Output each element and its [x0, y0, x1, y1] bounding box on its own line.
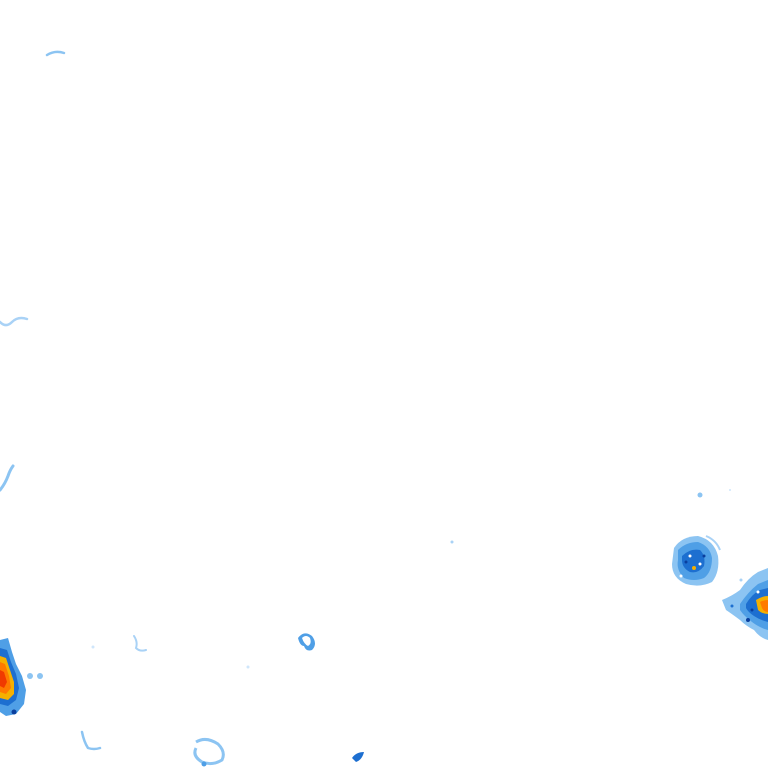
precip-cell-left-320	[0, 316, 29, 327]
precip-cell-right-circle	[672, 535, 721, 586]
precip-cell-small-center	[298, 633, 315, 651]
precip-cell-top-left	[45, 50, 66, 57]
precip-speckles-bottom-left	[80, 635, 250, 751]
precip-speckles-right	[450, 489, 743, 582]
precip-cell-bottom-left	[0, 638, 43, 716]
precip-cell-bottom-center	[352, 752, 364, 762]
precip-cell-left-470	[0, 464, 15, 492]
precip-cell-right-edge	[722, 568, 768, 640]
precip-cell-ring-bottom	[193, 737, 225, 767]
